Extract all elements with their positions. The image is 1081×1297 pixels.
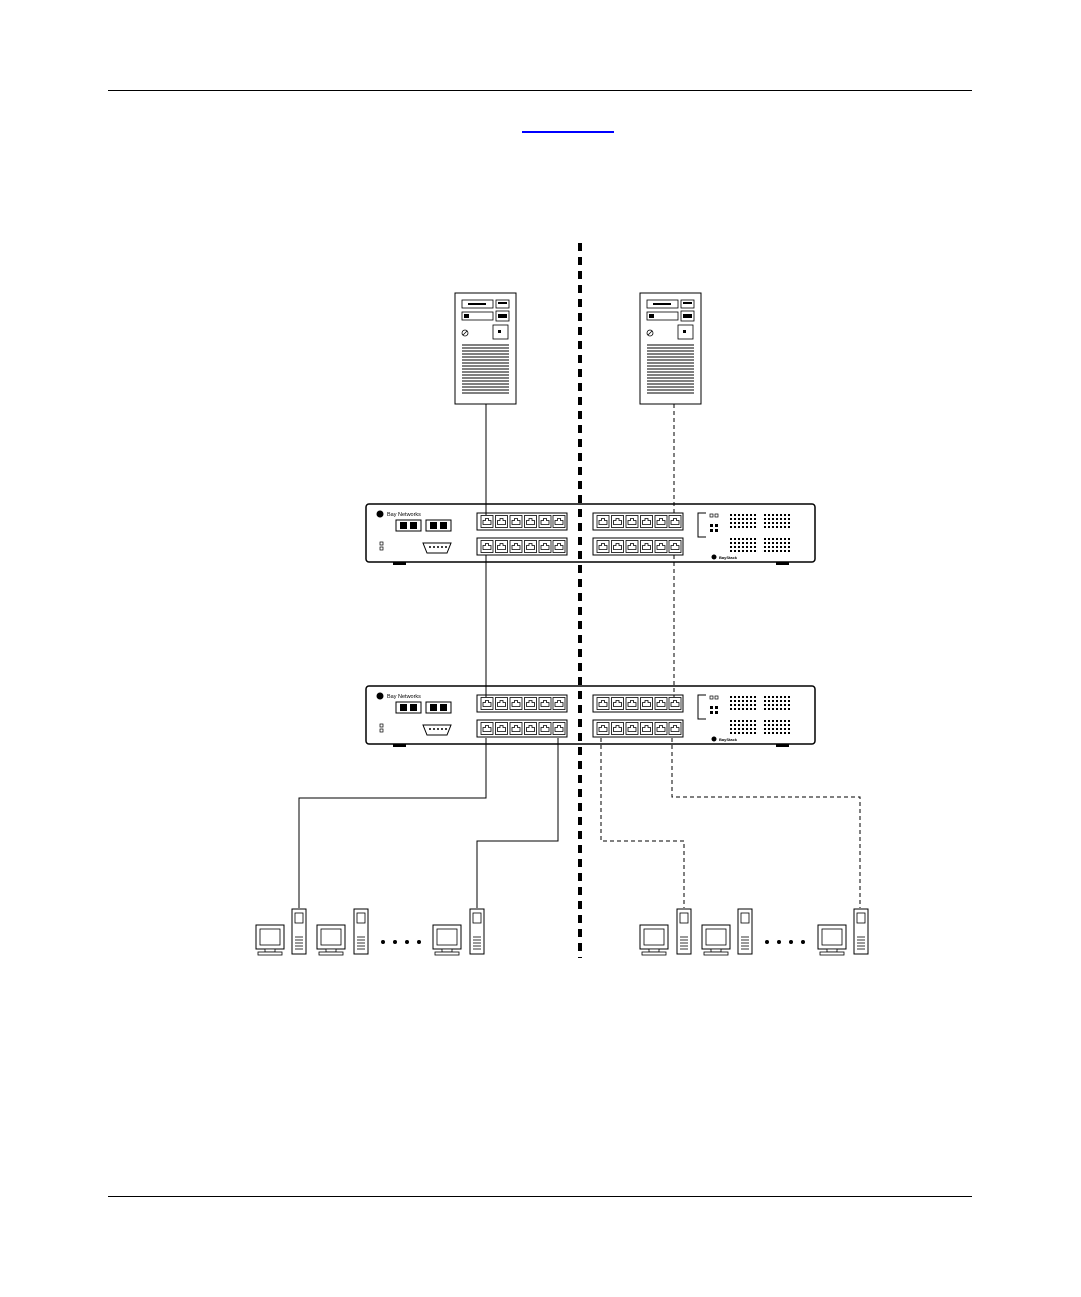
pc-tower-icon <box>470 909 484 954</box>
workstation-icon <box>640 925 668 955</box>
workstation-icon <box>702 925 730 955</box>
pc-tower-icon <box>292 909 306 954</box>
server-tower-icon-left <box>455 293 516 404</box>
workstation-icon <box>256 925 284 955</box>
pc-tower-icon <box>354 909 368 954</box>
workstation-group-right <box>640 909 868 955</box>
workstation-icon <box>317 925 345 955</box>
footer-rule <box>108 1196 972 1197</box>
stackable-switch-icon-top: Bay Networks <box>366 504 815 565</box>
workstation-group-left <box>256 909 484 955</box>
switch-logo-label: BayStack <box>719 555 738 560</box>
pc-tower-icon <box>854 909 868 954</box>
solid-links <box>299 404 558 908</box>
dashed-links <box>601 404 860 908</box>
ellipsis-icon <box>381 940 421 944</box>
workstation-icon <box>818 925 846 955</box>
switch-brand-label: Bay Networks <box>387 694 421 700</box>
server-tower-icon-right <box>640 293 701 404</box>
switch-logo-label: BayStack <box>719 737 738 742</box>
stackable-switch-icon-bottom: Bay Networks <box>366 686 815 747</box>
pc-tower-icon <box>738 909 752 954</box>
switch-brand-label: Bay Networks <box>387 512 421 518</box>
pc-tower-icon <box>677 909 691 954</box>
workstation-icon <box>433 925 461 955</box>
ellipsis-icon <box>765 940 805 944</box>
